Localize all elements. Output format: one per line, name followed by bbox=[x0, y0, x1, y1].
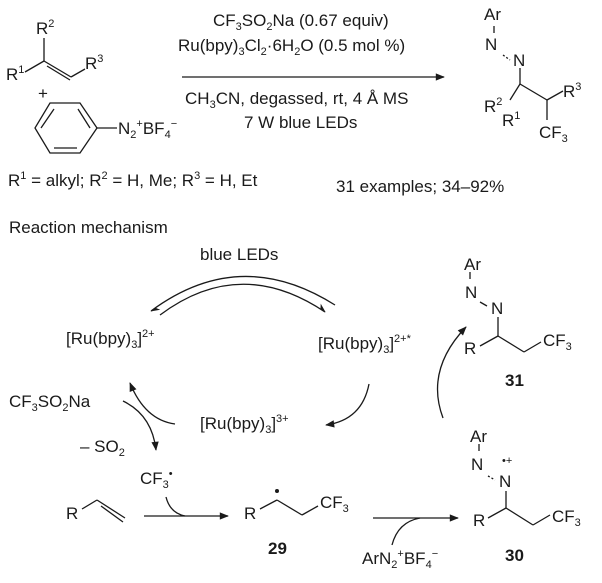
prod31-ar: Ar bbox=[464, 255, 481, 274]
alkene-r2: R2 bbox=[36, 18, 55, 38]
cf3-radical: CF3• bbox=[140, 468, 173, 491]
mechanism-heading: Reaction mechanism bbox=[9, 218, 168, 237]
oxidation-arrow bbox=[325, 383, 370, 428]
relaxation-arrow bbox=[150, 275, 336, 312]
light-label: blue LEDs bbox=[200, 245, 279, 264]
product-bonds bbox=[493, 26, 564, 120]
int29-bonds bbox=[259, 499, 319, 516]
substituent-note: R1 = alkyl; R2 = H, Me; R3 = H, Et bbox=[8, 170, 258, 190]
int29-cf3: CF3 bbox=[320, 493, 349, 515]
product-n1: N bbox=[485, 35, 498, 54]
solvent-conditions: CH3CN, degassed, rt, 4 Å MS bbox=[185, 89, 409, 111]
product-r1: R1 bbox=[502, 110, 521, 130]
int30-cf3: CF3 bbox=[552, 507, 581, 529]
ru-oxidized: [Ru(bpy)3]3+ bbox=[200, 413, 289, 436]
light-source: 7 W blue LEDs bbox=[244, 113, 358, 132]
reagent-catalyst: Ru(bpy)3Cl2·6H2O (0.5 mol %) bbox=[178, 36, 406, 58]
sulfinate: CF3SO2Na bbox=[9, 392, 91, 414]
excitation-arrow bbox=[159, 283, 326, 316]
radical-dot-29 bbox=[275, 489, 279, 493]
prod31-label: 31 bbox=[505, 371, 524, 390]
yield-note: 31 examples; 34–92% bbox=[336, 177, 505, 196]
product-r2: R2 bbox=[484, 96, 503, 116]
prod31-bonds bbox=[469, 272, 542, 353]
product-ar: Ar bbox=[484, 5, 501, 24]
int30-label: 30 bbox=[505, 546, 524, 565]
so2-loss: – SO2 bbox=[80, 437, 125, 459]
diazonium-reagent: ArN2+BF4− bbox=[362, 548, 439, 571]
int29-label: 29 bbox=[268, 539, 287, 558]
alkene-r3: R3 bbox=[85, 53, 104, 73]
oxidation-to-product-arrow bbox=[436, 326, 467, 419]
prod31-n2: N bbox=[491, 299, 504, 318]
sulfinate-to-cf3-arrow bbox=[122, 400, 159, 451]
reagent-sulfinate: CF3SO2Na (0.67 equiv) bbox=[213, 11, 389, 33]
benzene-ring bbox=[34, 102, 117, 154]
diazonium-salt: N2+BF4− bbox=[118, 118, 178, 141]
alkene-mech-bonds bbox=[81, 499, 126, 523]
alkene-r1: R1 bbox=[6, 64, 25, 84]
product-n2: N bbox=[513, 51, 526, 70]
alkene-bonds bbox=[24, 38, 86, 81]
ru-ground-state: [Ru(bpy)3]2+ bbox=[66, 328, 155, 351]
prod31-r: R bbox=[464, 339, 477, 358]
ru3-to-ru2-arrow bbox=[129, 382, 176, 425]
product-cf3: CF3 bbox=[539, 123, 568, 145]
prod31-cf3: CF3 bbox=[543, 331, 572, 353]
radical-cation-charge: •+ bbox=[502, 455, 513, 467]
int30-ar: Ar bbox=[470, 427, 487, 446]
int29-r: R bbox=[244, 504, 257, 523]
plus-sign: + bbox=[38, 84, 48, 103]
int30-r: R bbox=[473, 511, 486, 530]
int30-bonds bbox=[478, 444, 551, 526]
int30-n2: N bbox=[499, 472, 512, 491]
alkene-r: R bbox=[66, 504, 79, 523]
int30-n1: N bbox=[471, 455, 484, 474]
prod31-n1: N bbox=[465, 283, 478, 302]
product-r3: R3 bbox=[563, 81, 582, 101]
ru-excited-state: [Ru(bpy)3]2+* bbox=[318, 333, 411, 356]
